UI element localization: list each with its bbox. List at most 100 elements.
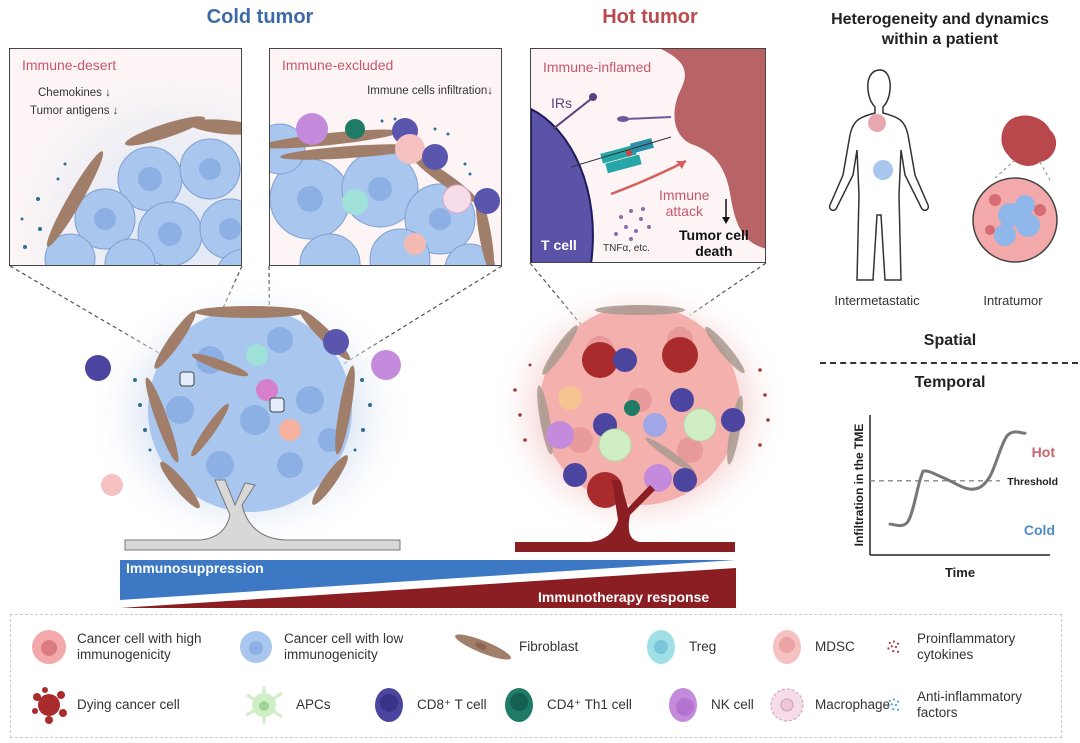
x-axis-label: Time <box>945 565 975 580</box>
spatial-temporal-divider <box>820 362 1078 364</box>
mdsc-cell <box>404 233 426 255</box>
y-axis-label: Infiltration in the TME <box>852 424 866 547</box>
tumor-antigens-note: Tumor antigens ↓ <box>30 105 119 117</box>
proinflammatory-cytokines-icon <box>887 640 900 653</box>
cd8-cell <box>422 144 448 170</box>
cold-metastasis <box>873 160 893 180</box>
intratumor-label: Intratumor <box>983 293 1043 308</box>
legend-label: Anti-inflammatory factors <box>917 689 1023 720</box>
chart-axes <box>869 415 1050 556</box>
legend-label: Treg <box>689 639 717 654</box>
cd4-cell <box>345 119 365 139</box>
nk-cell <box>371 350 401 380</box>
immunosuppression-label: Immunosuppression <box>126 560 264 576</box>
legend-item-cancer-high: Cancer cell with high immunogenicity <box>29 627 202 667</box>
legend-item-cd8: CD8⁺ T cell <box>369 685 487 725</box>
intratumor-illustration <box>972 115 1058 263</box>
legend-item-mdsc: MDSC <box>767 627 855 667</box>
apc-icon <box>245 687 283 724</box>
immune-inflamed-panel: Immune-inflamed IRs T cell TNFα, etc. Im… <box>530 48 766 263</box>
legend-label: Fibroblast <box>519 639 579 654</box>
cold-tumor-title: Cold tumor <box>206 6 314 28</box>
immune-desert-label: Immune-desert <box>22 57 117 73</box>
cd8-cell <box>474 188 500 214</box>
legend-item-anti-inflammatory: Anti-inflammatory factors <box>883 685 1022 725</box>
tumor-cell-death-label: Tumor cell death <box>679 227 749 259</box>
cd8-cell <box>85 355 111 381</box>
dying-cancer-cell-icon <box>32 687 67 724</box>
irs-label: IRs <box>551 95 572 111</box>
legend-label: Cancer cell with low immunogenicity <box>284 631 404 662</box>
legend-label: MDSC <box>815 639 855 654</box>
apc-cell <box>683 408 717 442</box>
heterogeneity-title: Heterogeneity and dynamics within a pati… <box>831 11 1049 48</box>
legend-label: Proinflammatory cytokines <box>917 631 1016 662</box>
fibroblasts <box>46 116 241 247</box>
apc-cell <box>598 428 632 462</box>
legend-item-dying: Dying cancer cell <box>29 685 180 725</box>
immunotherapy-response-wedge <box>120 568 736 608</box>
cd4-cell <box>624 400 640 416</box>
legend-item-cancer-low: Cancer cell with low immunogenicity <box>236 627 403 667</box>
legend: Cancer cell with high immunogenicity Can… <box>10 614 1062 738</box>
tumor-cell-shape <box>661 49 765 249</box>
cd8-t-cell-icon <box>375 688 403 722</box>
nk-cell <box>644 464 672 492</box>
mdsc-cell <box>395 134 425 164</box>
temporal-chart: Infiltration in the TME Time Hot Thresho… <box>852 415 1058 580</box>
mdsc-cell <box>101 474 123 496</box>
legend-item-fibroblast: Fibroblast <box>451 627 578 667</box>
immune-inflamed-label: Immune-inflamed <box>543 59 652 75</box>
immune-excluded-panel: Immune-excluded Immune cells infiltratio… <box>269 48 502 266</box>
fibroblast-icon <box>455 634 511 660</box>
human-body-illustration <box>828 69 930 281</box>
cancer-cell-high-icon <box>32 630 66 664</box>
treg-cell <box>643 413 667 437</box>
cold-blood-vessel <box>124 479 401 551</box>
t-cell-label: T cell <box>541 237 577 253</box>
hot-tumor-title: Hot tumor <box>602 6 698 28</box>
cd4-th1-cell-icon <box>505 688 533 722</box>
legend-item-proinflammatory: Proinflammatory cytokines <box>883 627 1015 667</box>
hot-metastasis <box>868 114 886 132</box>
t-cell-shape <box>531 107 594 262</box>
gradient-bar <box>120 560 736 608</box>
legend-item-treg: Treg <box>641 627 716 667</box>
hot-tumor-illustration <box>490 280 790 552</box>
immunotherapy-response-label: Immunotherapy response <box>538 589 710 605</box>
immune-desert-panel: Immune-desert Chemokines ↓ Tumor antigen… <box>9 48 242 266</box>
hot-blood-vessel <box>515 480 735 552</box>
chemokines-note: Chemokines ↓ <box>38 87 111 99</box>
infiltration-note: Immune cells infiltration↓ <box>367 85 493 97</box>
legend-item-nk: NK cell <box>663 685 754 725</box>
receptor-complex <box>570 136 672 174</box>
legend-item-apc: APCs <box>236 685 331 725</box>
infiltration-series-line <box>888 430 1027 528</box>
legend-label: Dying cancer cell <box>77 697 180 712</box>
intermetastatic-label: Intermetastatic <box>834 293 920 308</box>
legend-label: CD4⁺ Th1 cell <box>547 697 632 712</box>
macrophage-icon <box>770 688 804 722</box>
nk-cell <box>546 421 574 449</box>
cd8-cell <box>323 329 349 355</box>
anti-inflammatory-dots <box>20 162 67 249</box>
cold-tumor-illustration <box>85 280 415 555</box>
mdsc-cell <box>279 419 301 441</box>
macrophage-cell <box>442 184 472 214</box>
immunosuppression-wedge <box>120 560 736 600</box>
legend-item-macrophage: Macrophage <box>767 685 890 725</box>
mdsc-cell <box>558 386 582 410</box>
spatial-label: Spatial <box>923 332 977 349</box>
threshold-annotation: Threshold <box>1007 476 1058 488</box>
nk-cell-icon <box>669 688 697 722</box>
treg-cell <box>246 344 268 366</box>
cancer-cell-low-icon <box>240 631 272 663</box>
immune-excluded-label: Immune-excluded <box>282 57 394 73</box>
nk-cell <box>296 113 328 145</box>
anti-inflammatory-factors-icon <box>887 698 900 711</box>
immune-desert-illustration <box>10 49 241 265</box>
legend-item-cd4: CD4⁺ Th1 cell <box>499 685 632 725</box>
immune-inflamed-illustration <box>531 49 765 262</box>
nk-cell <box>256 379 278 401</box>
immune-attack-label: Immune attack <box>659 187 710 219</box>
